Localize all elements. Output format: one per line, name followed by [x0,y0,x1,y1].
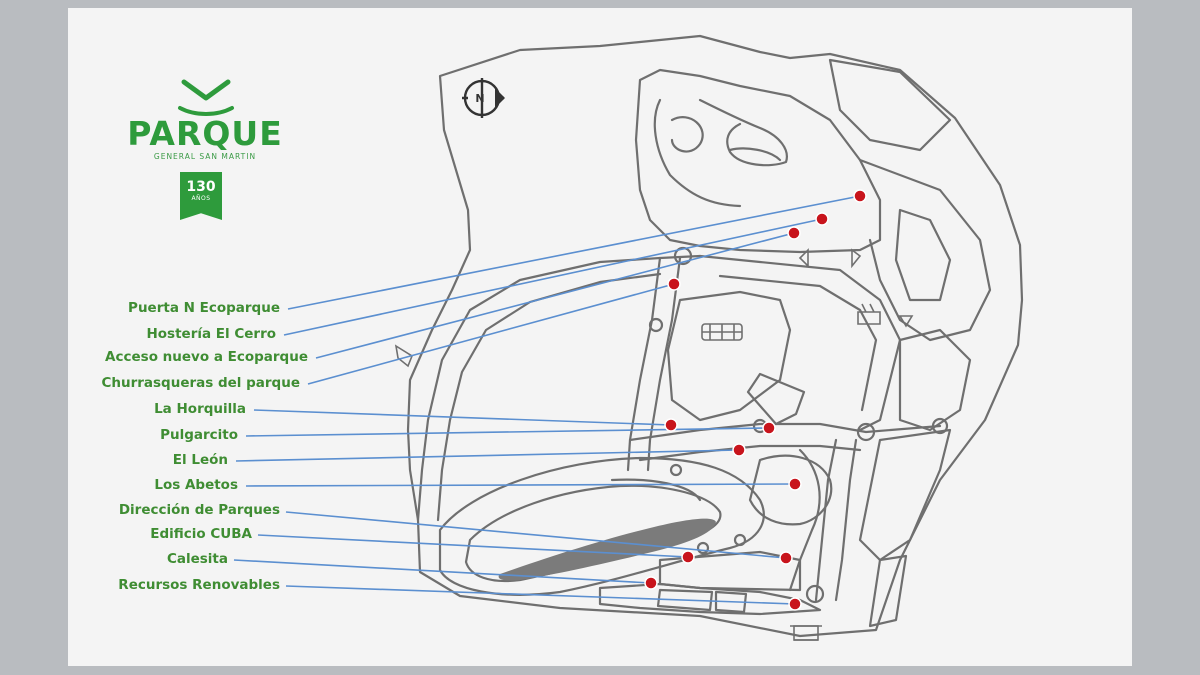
badge-text: AÑOS [191,195,211,202]
location-marker [788,597,802,611]
logo-subtitle: GENERAL SAN MARTIN [153,152,257,161]
leader-line [285,585,796,605]
location-marker [762,421,776,435]
location-marker [644,576,658,590]
leader-line [253,409,672,426]
location-marker [779,551,793,565]
location-marker [853,189,867,203]
location-marker [788,477,802,491]
location-marker [815,212,829,226]
location-marker [664,418,678,432]
leader-line [285,511,787,559]
location-label: La Horquilla [154,401,246,417]
leader-line [283,218,823,336]
leader-line [287,195,861,310]
north-compass-icon: N [462,78,505,118]
anniversary-badge: 130 AÑOS [180,172,222,220]
location-marker [732,443,746,457]
location-label: Dirección de Parques [118,502,280,518]
location-label: Calesita [166,551,228,567]
location-label: Acceso nuevo a Ecoparque [105,349,308,365]
location-marker [667,277,681,291]
logo-mountain-icon [178,79,234,116]
logo-title: PARQUE [127,114,283,153]
location-label: Pulgarcito [160,427,238,443]
leader-line [233,559,652,584]
location-marker [681,550,695,564]
location-label: Churrasqueras del parque [101,375,300,391]
location-label: Los Abetos [154,477,238,493]
leader-line [245,427,770,437]
leader-line [257,534,689,558]
park-boundary [406,34,1024,638]
location-label: Recursos Renovables [118,577,280,593]
location-label: El León [172,452,228,468]
parque-logo: PARQUE GENERAL SAN MARTIN 130 AÑOS [120,78,290,228]
leader-line [315,232,795,359]
location-label: Puerta N Ecoparque [128,300,280,316]
location-label: Hostería El Cerro [146,326,276,342]
location-label: Edificio CUBA [150,526,252,542]
badge-number: 130 [186,179,216,195]
leader-line [245,483,796,487]
location-labels: Puerta N Ecoparque Hostería El Cerro Acc… [0,0,308,675]
leader-line [307,283,675,385]
compass-letter: N [475,92,484,105]
location-marker [787,226,801,240]
leader-line [235,449,740,462]
